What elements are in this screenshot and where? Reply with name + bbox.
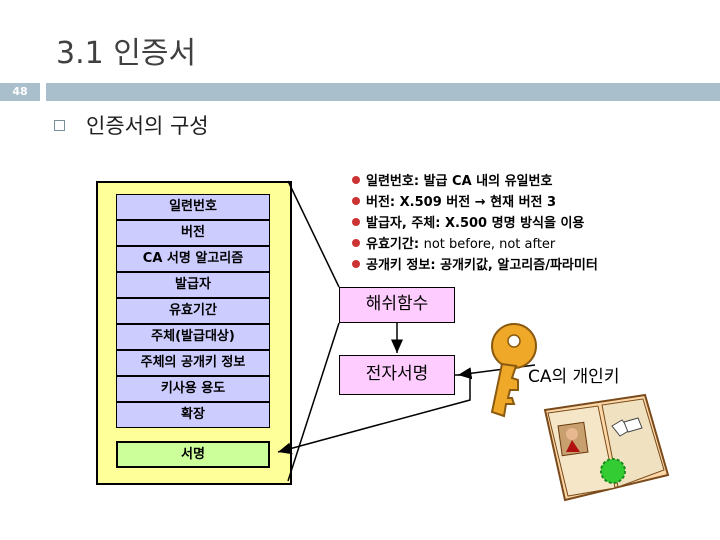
list-item: 유효기간: not before, not after [352,234,598,255]
detail-label: 유효기간: [366,237,420,252]
key-icon [490,323,537,418]
certificate-field: 버전 [116,220,270,246]
detail-value: X.500 명명 방식을 이용 [445,216,585,231]
detail-label: 공개키 정보: [366,258,436,273]
list-item: 공개키 정보: 공개키값, 알고리즘/파라미터 [352,255,598,276]
certificate-field: CA 서명 알고리즘 [116,246,270,272]
digital-signature-box: 전자서명 [339,355,455,395]
detail-label: 발급자, 주체: [366,216,441,231]
detail-list: 일련번호: 발급 CA 내의 유일번호 버전: X.509 버전 → 현재 버전… [352,171,598,276]
detail-value: 공개키값, 알고리즘/파라미터 [440,258,598,273]
detail-value: 발급 CA 내의 유일번호 [423,174,553,189]
list-item: 발급자, 주체: X.500 명명 방식을 이용 [352,213,598,234]
certificate-book-icon [543,393,670,502]
bullet-dot-icon [352,197,360,205]
bullet-dot-icon [352,218,360,226]
bullet-dot-icon [352,260,360,268]
list-item: 일련번호: 발급 CA 내의 유일번호 [352,171,598,192]
hash-function-box: 해쉬함수 [339,287,455,323]
bullet-dot-icon [352,176,360,184]
certificate-field: 유효기간 [116,298,270,324]
certificate-field: 발급자 [116,272,270,298]
bullet-dot-icon [352,239,360,247]
bullet-text: 인증서의 구성 [86,114,209,138]
bracket-line-bottom [287,322,340,482]
signature-field: 서명 [116,441,270,468]
slide-title: 3.1 인증서 [56,36,197,71]
ca-private-key-label: CA의 개인키 [528,367,620,387]
detail-value: X.509 버전 → 현재 버전 3 [399,195,557,210]
certificate-field: 주체(발급대상) [116,324,270,350]
header-bar [46,83,720,101]
certificate-field: 주체의 공개키 정보 [116,350,270,376]
certificate-field: 키사용 용도 [116,376,270,402]
square-bullet-icon [54,120,65,131]
bracket-line-top [287,180,340,288]
certificate-field: 확장 [116,402,270,428]
list-item: 버전: X.509 버전 → 현재 버전 3 [352,192,598,213]
detail-label: 버전: [366,195,396,210]
certificate-field: 일련번호 [116,194,270,220]
page-number: 48 [0,83,40,101]
detail-label: 일련번호: [366,174,420,189]
detail-value: not before, not after [423,237,556,252]
